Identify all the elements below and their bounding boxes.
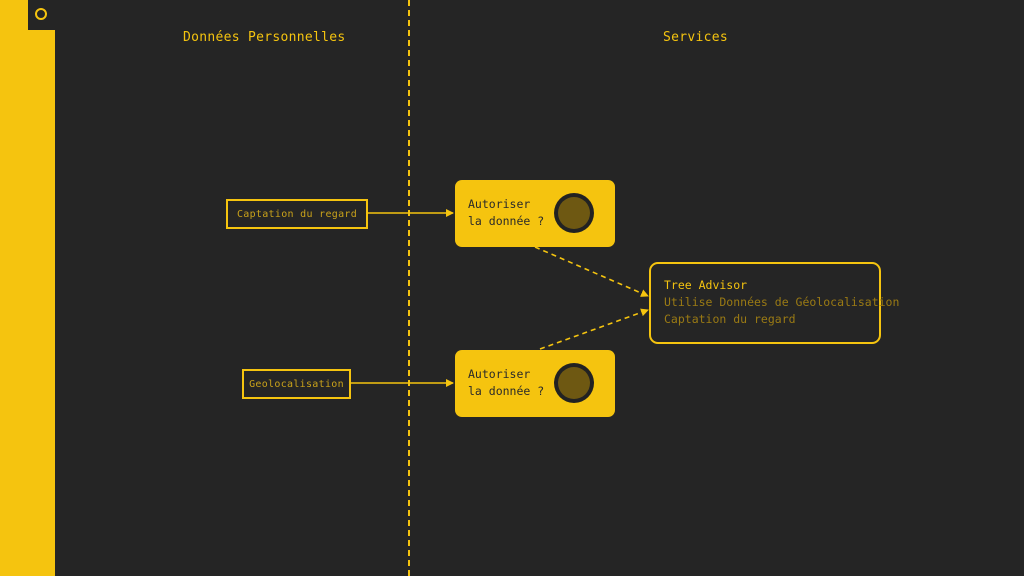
data-tag-label: Captation du regard [236, 208, 358, 220]
data-tag-label: Geolocalisation [249, 378, 344, 390]
toggle-knob-icon [558, 197, 590, 229]
consent-card-line1: Autoriser [468, 197, 531, 211]
consent-card-gaze: Autoriser la donnée ? [455, 180, 615, 247]
service-title: Tree Advisor [664, 278, 748, 292]
data-tag-geolocation[interactable]: Geolocalisation [242, 369, 351, 399]
dashed-arrow-consent1-to-service [534, 246, 649, 297]
service-detail-line: Utilise Données de Géolocalisation [664, 295, 900, 309]
personal-data-heading: Données Personnelles [183, 30, 346, 45]
consent-toggle[interactable] [554, 193, 594, 233]
data-tag-gaze[interactable]: Captation du regard [226, 199, 368, 229]
circle-logo-icon [35, 8, 47, 20]
column-divider [408, 0, 410, 576]
dashed-arrow-consent2-to-service [539, 308, 649, 350]
sidebar [0, 0, 55, 576]
service-detail-line: Captation du regard [664, 312, 796, 326]
consent-card-geolocation: Autoriser la donnée ? [455, 350, 615, 417]
consent-card-line1: Autoriser [468, 367, 531, 381]
service-card-tree-advisor[interactable]: Tree Advisor Utilise Données de Géolocal… [649, 262, 900, 344]
consent-toggle[interactable] [554, 363, 594, 403]
services-heading: Services [663, 30, 729, 45]
consent-card-line2: la donnée ? [468, 384, 545, 398]
consent-card-line2: la donnée ? [468, 214, 545, 228]
toggle-knob-icon [558, 367, 590, 399]
